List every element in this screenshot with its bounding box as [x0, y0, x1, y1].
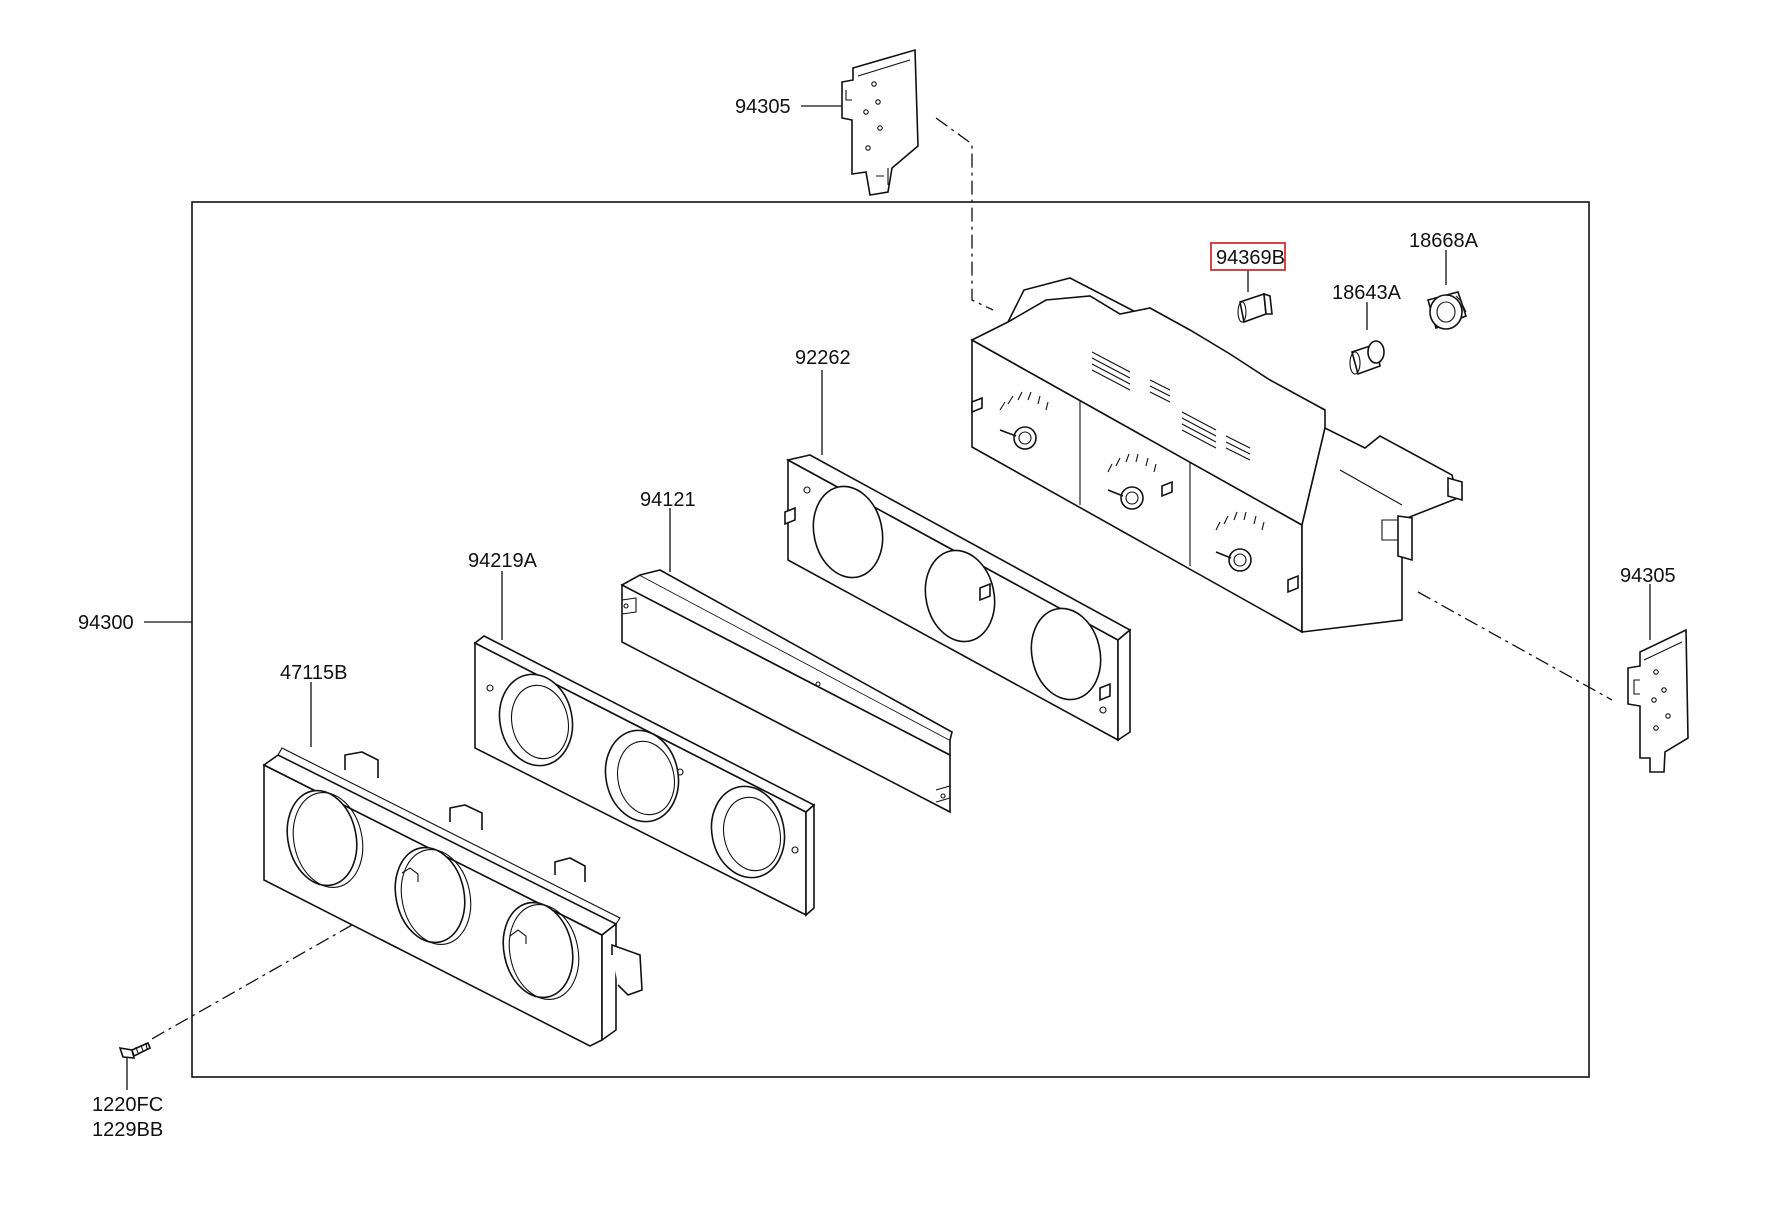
assembly-line-top-bracket: [935, 117, 994, 311]
screw-1220FC-1229BB: [118, 1041, 152, 1059]
fan-speed-dial: [1107, 453, 1157, 510]
label-1220FC: 1220FC: [92, 1094, 163, 1116]
bulb-socket-18668A: [1427, 291, 1467, 330]
label-92262: 92262: [795, 347, 851, 369]
label-1229BB: 1229BB: [92, 1119, 163, 1141]
label-18643A: 18643A: [1332, 282, 1402, 304]
label-18668A: 18668A: [1409, 230, 1479, 252]
label-94305-right: 94305: [1620, 565, 1676, 587]
bracket-top-94305: [841, 48, 919, 196]
assembly-line-right-bracket: [1417, 591, 1613, 701]
label-94369B: 94369B: [1216, 247, 1285, 269]
bracket-right-94305: [1627, 628, 1689, 773]
knob-panel-92262: [784, 454, 1132, 742]
bulb-94369B: [1237, 292, 1273, 324]
bulb-18643A: [1349, 340, 1385, 376]
assembly-frame: [191, 201, 1590, 1078]
knob-ring-panel-94219A: [473, 635, 816, 917]
label-94300: 94300: [78, 612, 134, 634]
label-47115B: 47115B: [280, 662, 347, 684]
mode-dial: [1215, 511, 1265, 572]
front-bezel-47115B: [262, 747, 643, 1047]
label-94305-top: 94305: [735, 96, 791, 118]
heater-control-unit: [970, 277, 1463, 634]
highlight-box-94369B: [1210, 242, 1286, 271]
temperature-dial: [999, 391, 1049, 450]
assembly-line-screw: [149, 924, 353, 1041]
plate-94121: [620, 569, 953, 814]
label-94121: 94121: [640, 489, 696, 511]
label-94219A: 94219A: [468, 550, 538, 572]
